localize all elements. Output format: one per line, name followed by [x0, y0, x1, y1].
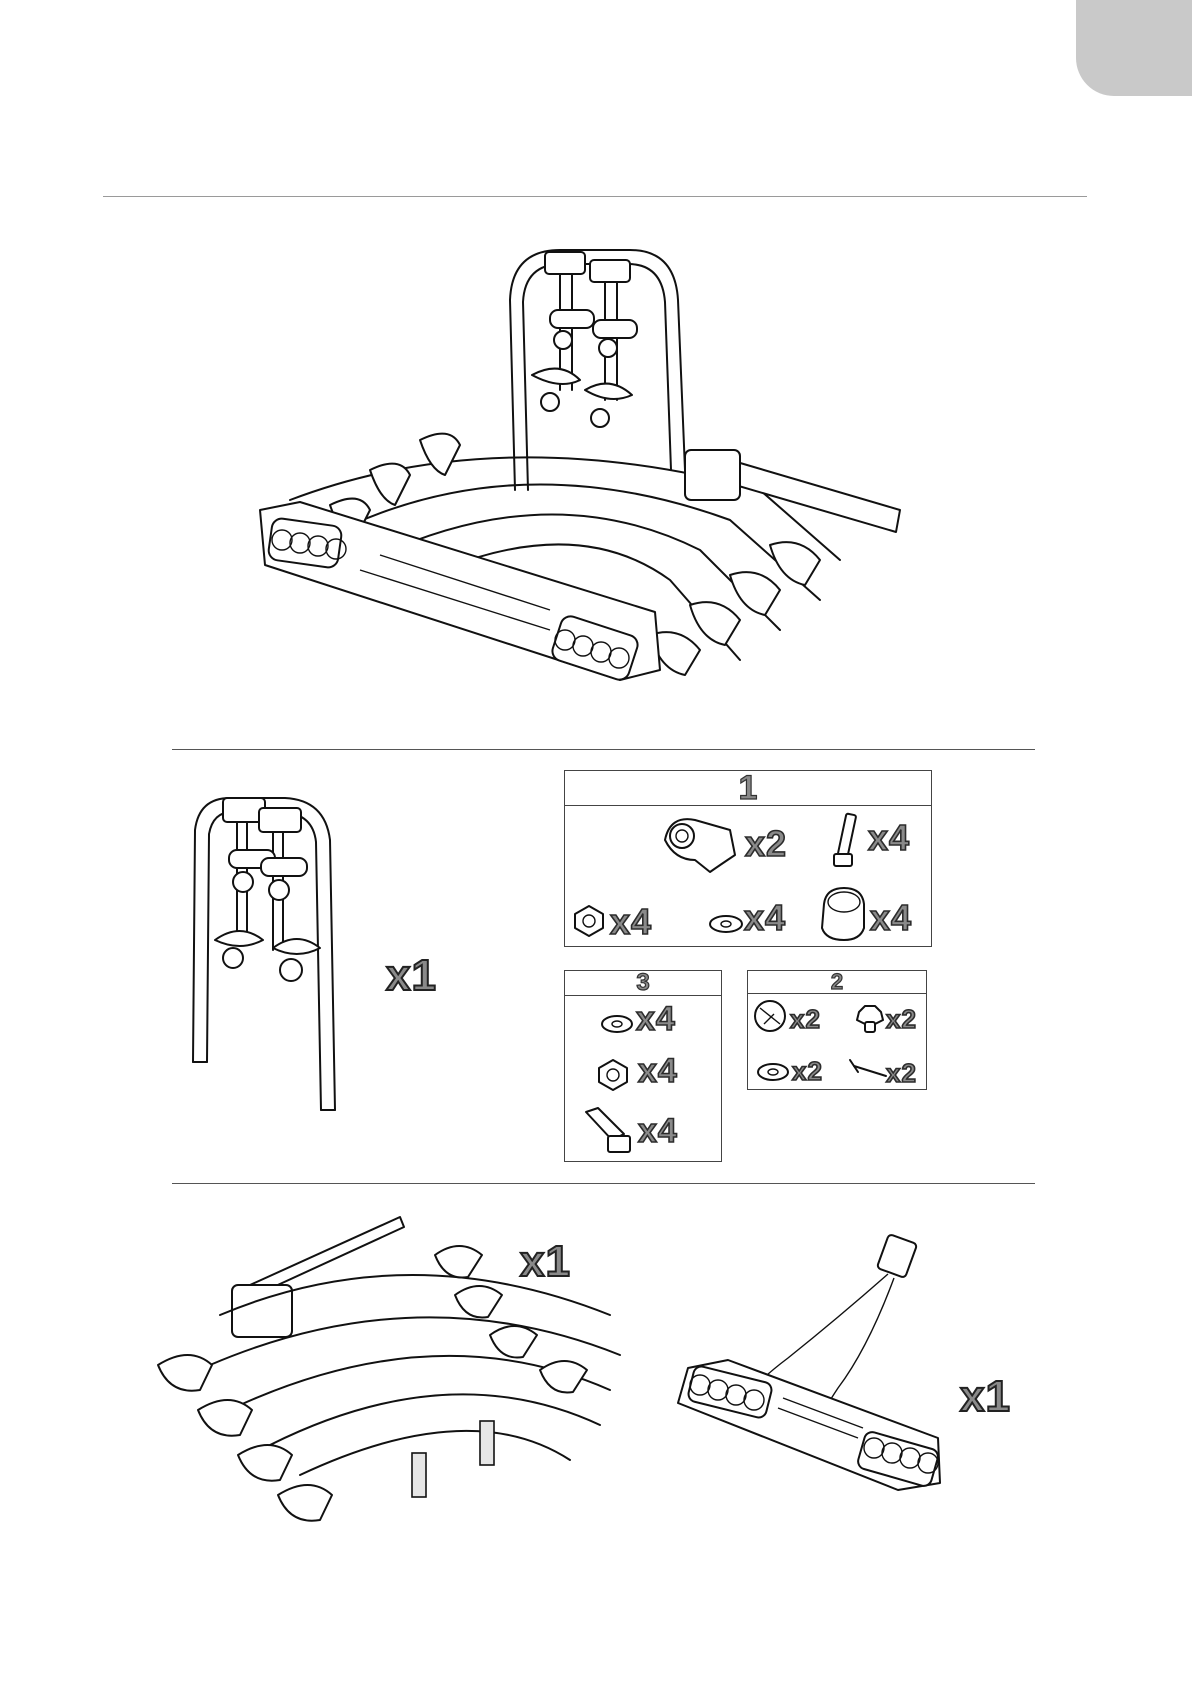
- header-divider: [103, 196, 1087, 197]
- section-divider-2: [172, 1183, 1035, 1184]
- kit-3-washer-qty: x4: [636, 1002, 676, 1036]
- light-board-quantity: x1: [960, 1375, 1011, 1419]
- washer-icon: [756, 1062, 790, 1082]
- kit-1-bolt-qty: x4: [868, 820, 910, 856]
- t-bolt-icon: [582, 1106, 634, 1156]
- light-board-with-cable-icon: [668, 1238, 948, 1488]
- kit-1-nut-qty: x4: [610, 904, 652, 940]
- knob-nut-icon: [853, 1002, 887, 1034]
- hex-nut-icon: [596, 1058, 630, 1092]
- kit-1-number: 1: [565, 771, 931, 806]
- kit-3-nut-qty: x4: [638, 1054, 678, 1088]
- kit-2-pin-qty: x2: [886, 1060, 917, 1086]
- kit-2-clip-qty: x2: [790, 1006, 821, 1032]
- hex-nut-icon: [572, 904, 606, 938]
- pivot-joint-icon: [660, 810, 740, 880]
- kit-3-tbolt-qty: x4: [638, 1114, 678, 1148]
- base-frame-quantity: x1: [520, 1240, 571, 1284]
- page-tab-marker: [1076, 0, 1192, 96]
- kit-1-pivot-qty: x2: [745, 826, 787, 862]
- assembled-bike-carrier-icon: [260, 240, 960, 720]
- kit-1-washer-qty: x4: [744, 900, 786, 936]
- uprights-quantity: x1: [386, 954, 437, 998]
- end-cap-icon: [818, 886, 868, 942]
- kit-2-knob-qty: x2: [886, 1006, 917, 1032]
- pin-icon: [846, 1058, 890, 1086]
- washer-icon: [600, 1014, 634, 1034]
- kit-2-number: 2: [748, 971, 926, 994]
- bolt-icon: [830, 810, 866, 870]
- section-divider-1: [172, 749, 1035, 750]
- clip-icon: [752, 998, 788, 1034]
- kit-2-washer-qty: x2: [792, 1058, 823, 1084]
- washer-icon: [708, 914, 744, 934]
- kit-3-number: 3: [565, 971, 721, 996]
- upright-frame-icon: [185, 790, 365, 1120]
- kit-1-cap-qty: x4: [870, 900, 912, 936]
